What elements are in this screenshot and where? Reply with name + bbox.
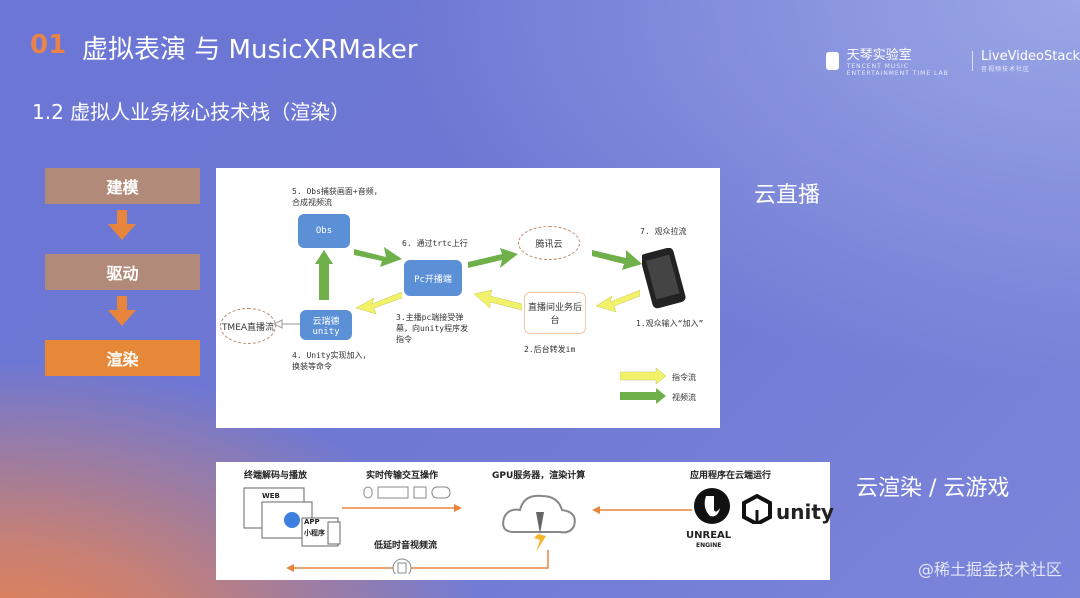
interaction-title: 实时传输交互操作 [366, 471, 439, 481]
trtc-note: 6. 通过trtc上行 [402, 239, 468, 248]
left-arrow-icon [596, 289, 640, 312]
phone-icon [642, 248, 686, 309]
unity-label: unity [776, 500, 834, 524]
section-number: 01 [30, 30, 67, 60]
page-title: 虚拟表演 与 MusicXRMaker [82, 35, 418, 65]
pc-note: 3.主播pc端接受弹幕，向unity程序发指令 [396, 313, 469, 344]
legend-video: 视频流 [672, 393, 696, 402]
logo-group: 天琴实验室 TENCENT MUSIC ENTERTAINMENT TIME L… [826, 44, 1080, 77]
logo-divider [972, 50, 974, 71]
cloud-live-label: 云直播 [754, 183, 821, 208]
im-note: 2.后台转发im [524, 345, 576, 354]
obs-box: Obs [298, 214, 350, 248]
step-driving: 驱动 [45, 254, 200, 290]
cloud-gpu-icon [502, 494, 576, 552]
legend-video-arrow-icon [620, 388, 666, 404]
cloud-app-title: 应用程序在云端运行 [690, 471, 772, 481]
down-arrow-icon [108, 210, 136, 240]
low-latency-label: 低延时音视频流 [374, 541, 438, 551]
left-arrow-icon [356, 291, 402, 314]
cloud-render-label: 云渲染 / 云游戏 [856, 476, 1010, 501]
app-label: APP [304, 518, 320, 526]
step-modeling: 建模 [45, 168, 200, 204]
viewer-note: 7. 观众拉流 [640, 227, 687, 236]
tmea-cloud: TMEA直播流 [220, 308, 276, 344]
cloud-live-diagram: 5. Obs捕获画面+音频，合成视频流 Obs 6. 通过trtc上行 Pc开播… [216, 168, 720, 428]
devices-icon [243, 487, 341, 547]
right-arrow-icon [468, 248, 518, 268]
tme-logo-icon [826, 51, 839, 70]
web-label: WEB [262, 492, 280, 500]
tencent-cloud: 腾讯云 [518, 226, 580, 260]
unity-note: 4. Unity实现加入，换装等命令 [292, 351, 371, 371]
return-arrow-icon [286, 550, 549, 574]
input-note: 1.观众输入“加入” [636, 319, 704, 328]
miniapp-label: 小程序 [304, 529, 325, 537]
gpu-title: GPU服务器，渲染计算 [492, 471, 586, 481]
brand1: 天琴实验室 TENCENT MUSIC ENTERTAINMENT TIME L… [846, 48, 949, 77]
brand2: LiveVideoStack 音视频技术社区 [981, 48, 1080, 73]
unreal-bottom: ENGINE [696, 542, 722, 549]
unity-box: 云瑞德unity [300, 310, 352, 340]
unreal-logo-icon [694, 488, 730, 524]
cloud-render-diagram: 终端解码与播放 WEB APP 小程序 实时传输交互操作 GPU服务器，渲染计算… [216, 462, 834, 580]
left-arrow-icon [592, 506, 692, 514]
right-arrow-icon [342, 504, 462, 512]
page-subtitle: 1.2 虚拟人业务核心技术栈（渲染） [32, 100, 351, 124]
right-arrow-icon [354, 247, 402, 267]
pc-box: Pc开播端 [404, 260, 462, 296]
legend-cmd: 指令流 [672, 373, 696, 382]
unreal-top: UNREAL [686, 530, 732, 541]
right-arrow-icon [592, 250, 642, 270]
left-arrow-icon [274, 319, 300, 329]
unity-logo-icon [742, 494, 772, 524]
live-backend-box: 直播间业务后台 [524, 292, 586, 334]
up-arrow-icon [315, 250, 333, 300]
decode-title: 终端解码与播放 [244, 471, 308, 481]
input-devices-icon [363, 486, 451, 499]
legend-cmd-arrow-icon [620, 368, 666, 384]
left-arrow-icon [474, 289, 522, 311]
obs-note: 5. Obs捕获画面+音频，合成视频流 [292, 187, 382, 207]
down-arrow-icon [108, 296, 136, 326]
step-rendering: 渲染 [45, 340, 200, 376]
watermark: @稀土掘金技术社区 [917, 560, 1062, 579]
